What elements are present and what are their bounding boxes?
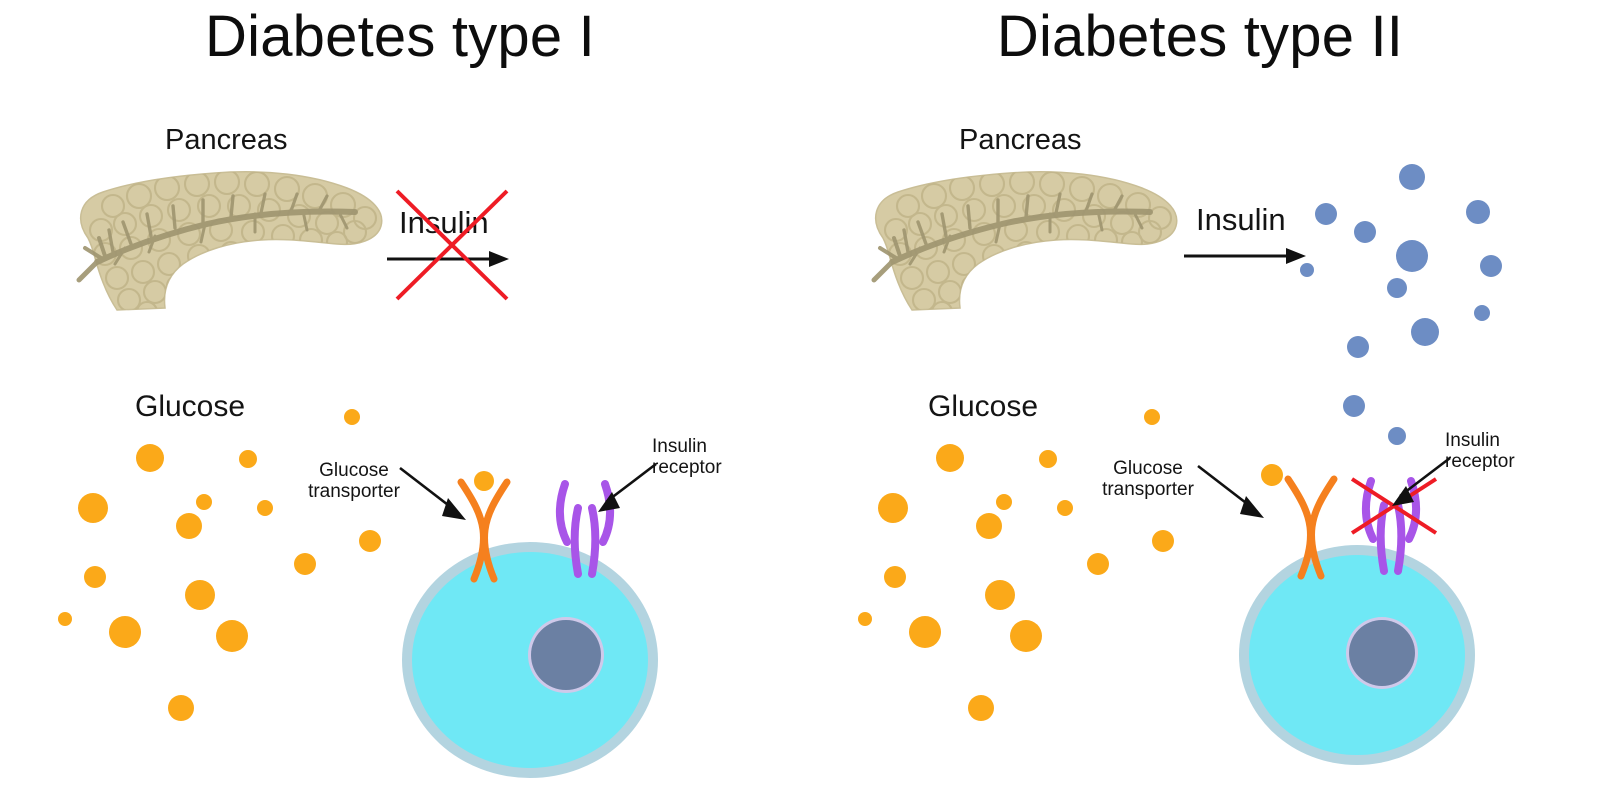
insulin-receptor-label-line1-r: Insulin — [1445, 430, 1500, 451]
panel-title-type-2: Diabetes type II — [996, 4, 1404, 69]
cell-illustration-right — [1239, 545, 1475, 765]
nucleus-right — [1349, 620, 1415, 686]
glucose-molecule — [976, 513, 1002, 539]
glucose-molecule — [936, 444, 964, 472]
glucose-molecule — [294, 553, 316, 575]
glucose-molecule — [878, 493, 908, 523]
glucose-molecule — [858, 612, 872, 626]
glucose-molecule — [84, 566, 106, 588]
insulin-molecule — [1466, 200, 1490, 224]
glucose-molecule — [58, 612, 72, 626]
insulin-blocked-cross-left — [395, 189, 509, 301]
glucose-molecule — [1144, 409, 1160, 425]
glucose-molecule — [176, 513, 202, 539]
glucose-molecule — [196, 494, 212, 510]
insulin-receptor-label-line2: receptor — [652, 457, 722, 479]
insulin-label-right: Insulin — [1196, 202, 1286, 237]
glucose-transporter-left — [457, 478, 511, 583]
panel-diabetes-type-1: Diabetes type I Pancreas — [58, 4, 748, 778]
insulin-receptor-label-line1: Insulin — [652, 436, 707, 457]
glucose-molecule — [239, 450, 257, 468]
glucose-molecule — [968, 695, 994, 721]
glucose-molecules-right — [858, 409, 1283, 721]
pancreas-illustration-left — [76, 171, 383, 311]
glucose-molecule — [359, 530, 381, 552]
glucose-dot-group — [58, 409, 494, 721]
glucose-transporter-label-line2-r: transporter — [1102, 479, 1194, 501]
pancreas-illustration-right — [871, 171, 1178, 311]
insulin-dot-group — [1300, 164, 1502, 445]
insulin-molecule — [1399, 164, 1425, 190]
glucose-molecule — [985, 580, 1015, 610]
panel-diabetes-type-2: Diabetes type II Pancreas — [800, 0, 1600, 800]
insulin-molecule — [1343, 395, 1365, 417]
glucose-transporter-label-right: Glucose transporter — [1100, 458, 1196, 501]
insulin-receptor-pointer-left — [598, 462, 657, 512]
glucose-molecule — [185, 580, 215, 610]
glucose-transporter-pointer-left — [399, 466, 466, 520]
glucose-molecule — [109, 616, 141, 648]
glucose-molecule — [474, 471, 494, 491]
nucleus-left — [531, 620, 601, 690]
insulin-receptor-label-line2-r: receptor — [1445, 451, 1515, 473]
insulin-receptor-blocked-cross-right — [1350, 477, 1438, 535]
insulin-molecule — [1347, 336, 1369, 358]
glucose-molecule — [884, 566, 906, 588]
glucose-dot-group-2 — [858, 409, 1283, 721]
insulin-molecule — [1354, 221, 1376, 243]
glucose-molecule — [1152, 530, 1174, 552]
glucose-molecule — [909, 616, 941, 648]
insulin-molecule — [1387, 278, 1407, 298]
insulin-molecule — [1480, 255, 1502, 277]
cell-illustration-left — [402, 542, 658, 778]
insulin-molecule — [1411, 318, 1439, 346]
glucose-molecule — [1261, 464, 1283, 486]
glucose-molecule — [168, 695, 194, 721]
insulin-molecule — [1315, 203, 1337, 225]
insulin-molecule — [1388, 427, 1406, 445]
glucose-label-right: Glucose — [928, 390, 1039, 423]
insulin-molecule — [1474, 305, 1490, 321]
insulin-molecule — [1300, 263, 1314, 277]
insulin-receptor-pointer-right — [1392, 456, 1451, 506]
glucose-molecule — [1039, 450, 1057, 468]
pancreas-label-left: Pancreas — [165, 124, 288, 156]
insulin-molecules-right — [1300, 164, 1502, 445]
glucose-molecule — [136, 444, 164, 472]
glucose-label-left: Glucose — [135, 390, 246, 423]
insulin-receptor-label-left: Insulin receptor — [652, 436, 748, 479]
glucose-transporter-label-line2: transporter — [308, 481, 400, 503]
glucose-molecule — [1057, 500, 1073, 516]
pancreas-label-right: Pancreas — [959, 124, 1082, 156]
insulin-receptor-left — [556, 480, 614, 578]
glucose-transporter-pointer-right — [1197, 464, 1264, 518]
glucose-molecule — [78, 493, 108, 523]
glucose-transporter-label-left: Glucose transporter — [308, 460, 400, 503]
glucose-transporter-label-line1-r: Glucose — [1113, 458, 1183, 479]
glucose-molecule — [216, 620, 248, 652]
panel-title-type-1: Diabetes type I — [205, 4, 595, 69]
glucose-transporter-right — [1284, 475, 1338, 580]
glucose-molecules-left — [58, 409, 494, 721]
insulin-receptor-label-right: Insulin receptor — [1445, 430, 1545, 473]
insulin-arrow-right — [1184, 248, 1306, 264]
glucose-molecule — [1010, 620, 1042, 652]
insulin-molecule — [1396, 240, 1428, 272]
glucose-molecule — [996, 494, 1012, 510]
glucose-molecule — [1087, 553, 1109, 575]
glucose-transporter-label-line1: Glucose — [319, 460, 389, 481]
glucose-molecule — [257, 500, 273, 516]
glucose-molecule — [344, 409, 360, 425]
